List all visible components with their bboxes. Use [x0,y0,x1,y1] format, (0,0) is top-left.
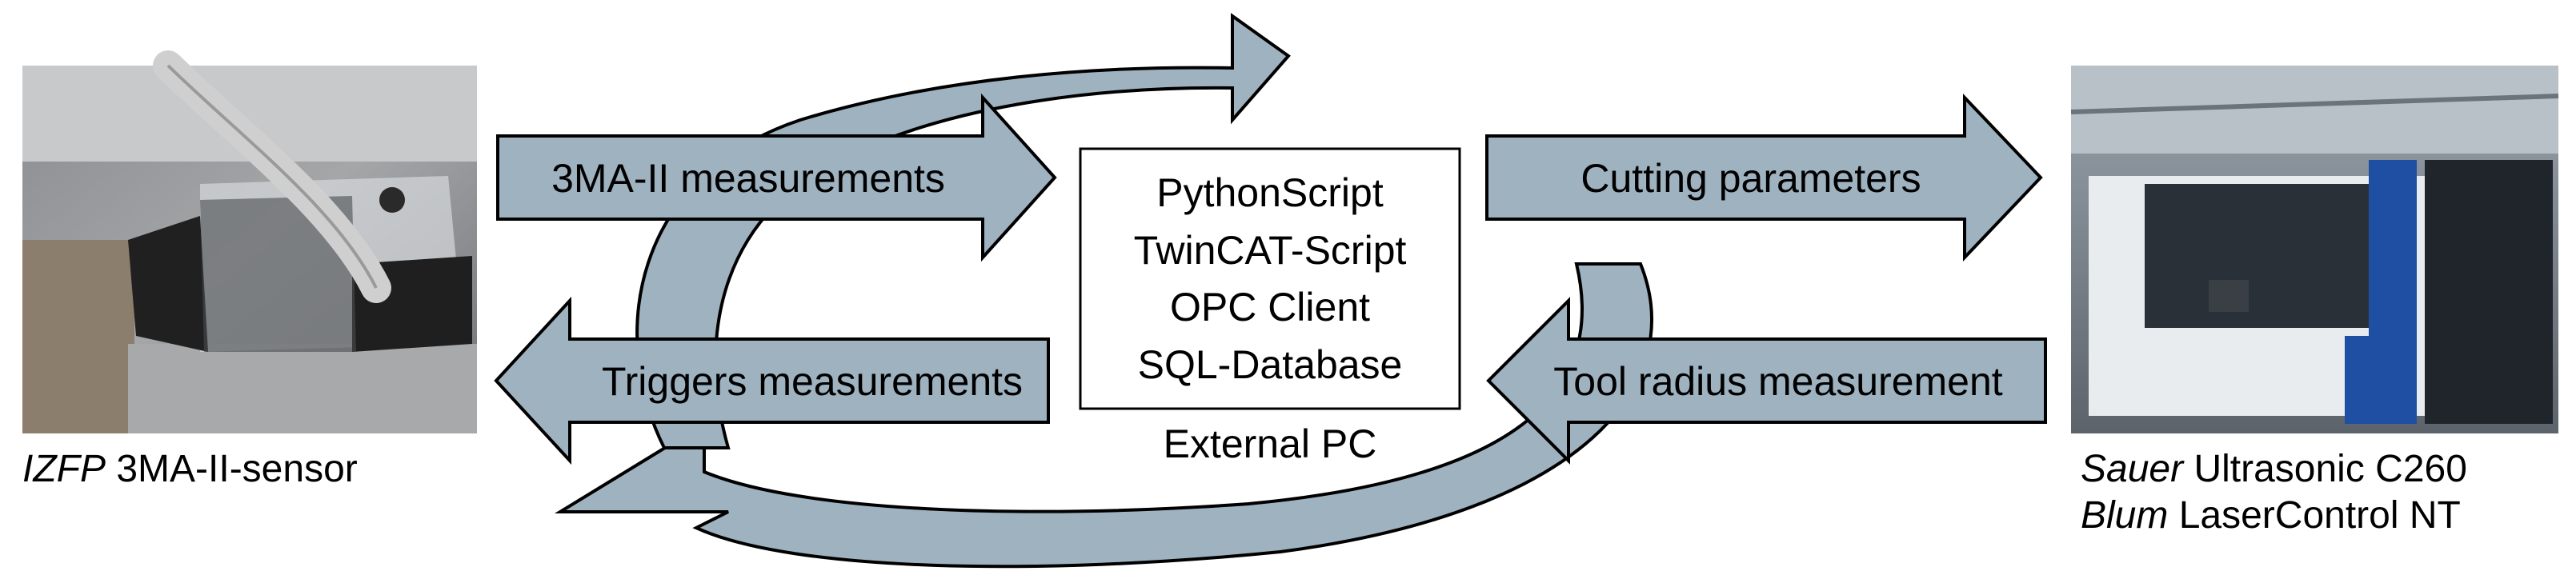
machine-caption-model-1: Ultrasonic C260 [2193,448,2467,490]
machine-caption: Sauer Ultrasonic C260 Blum LaserControl … [2081,446,2467,539]
machine-caption-model-2: LaserControl NT [2178,494,2461,537]
sensor-caption: IZFP 3MA-II-sensor [22,446,358,493]
sensor-caption-brand: IZFP [22,448,106,490]
machine-caption-line1: Sauer Ultrasonic C260 [2081,446,2467,493]
center-line-2: TwinCAT-Script [1134,228,1407,273]
arrow-label-top-right: Cutting parameters [1580,156,1921,201]
sensor-caption-model: 3MA-II-sensor [116,448,358,490]
machine-caption-brand-1: Sauer [2081,448,2184,490]
external-pc-caption: External PC [1164,421,1377,466]
center-line-3: OPC Client [1170,285,1370,329]
machine-photo [2070,66,2559,433]
sensor-photo [22,50,477,433]
machine-caption-line2: Blum LaserControl NT [2081,493,2467,539]
arrow-bottom-right: Tool radius measurement [1486,297,2047,465]
arrow-top-right: Cutting parameters [1485,93,2043,262]
center-line-4: SQL-Database [1138,342,1403,387]
machine-caption-brand-2: Blum [2081,494,2169,537]
arrow-bottom-left: Triggers measurements [494,296,1050,465]
arrow-label-bottom-left: Triggers measurements [602,359,1023,404]
external-pc-box: PythonScript TwinCAT-Script OPC Client S… [1079,147,1461,410]
arrow-label-top-left: 3MA-II measurements [551,156,945,201]
center-line-1: PythonScript [1156,170,1384,215]
loop-arrow-bottom [554,262,1653,569]
arrow-label-bottom-right: Tool radius measurement [1553,359,2002,404]
arrow-top-left: 3MA-II measurements [496,93,1057,262]
